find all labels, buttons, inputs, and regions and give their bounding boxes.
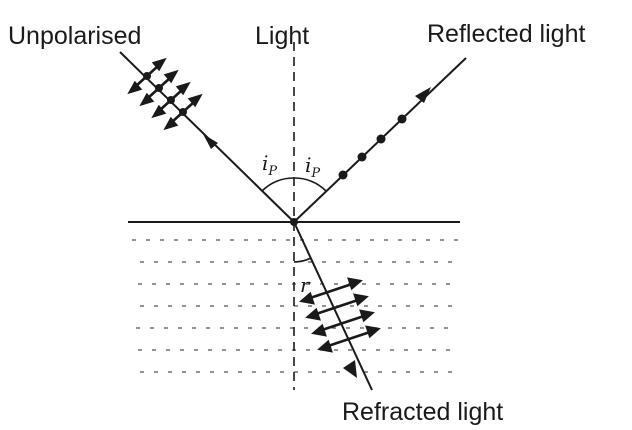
refracted-polarisation-marks bbox=[299, 277, 381, 353]
reflected-angle-label: iP bbox=[305, 153, 320, 181]
incident-arrowhead bbox=[203, 134, 218, 149]
refracted-angle-label: r bbox=[300, 273, 311, 297]
reflected-arrowhead bbox=[415, 87, 431, 103]
incident-angle-label: iP bbox=[262, 151, 277, 179]
refracted-light-label: Refracted light bbox=[342, 398, 504, 426]
reflected-angle-arc bbox=[293, 177, 327, 192]
refracted-arrowhead bbox=[343, 360, 357, 378]
reflected-light-label: Reflected light bbox=[427, 20, 586, 48]
incidence-point bbox=[290, 218, 298, 226]
incident-polarisation-marks bbox=[127, 57, 203, 131]
incident-angle-arc bbox=[261, 177, 295, 192]
unpolarised-label: Unpolarised bbox=[8, 22, 142, 50]
reflected-dots bbox=[338, 114, 407, 180]
light-label: Light bbox=[255, 22, 310, 50]
medium-hatching bbox=[132, 239, 458, 373]
refracted-angle-arc bbox=[293, 257, 312, 263]
refracted-ray bbox=[293, 221, 373, 391]
